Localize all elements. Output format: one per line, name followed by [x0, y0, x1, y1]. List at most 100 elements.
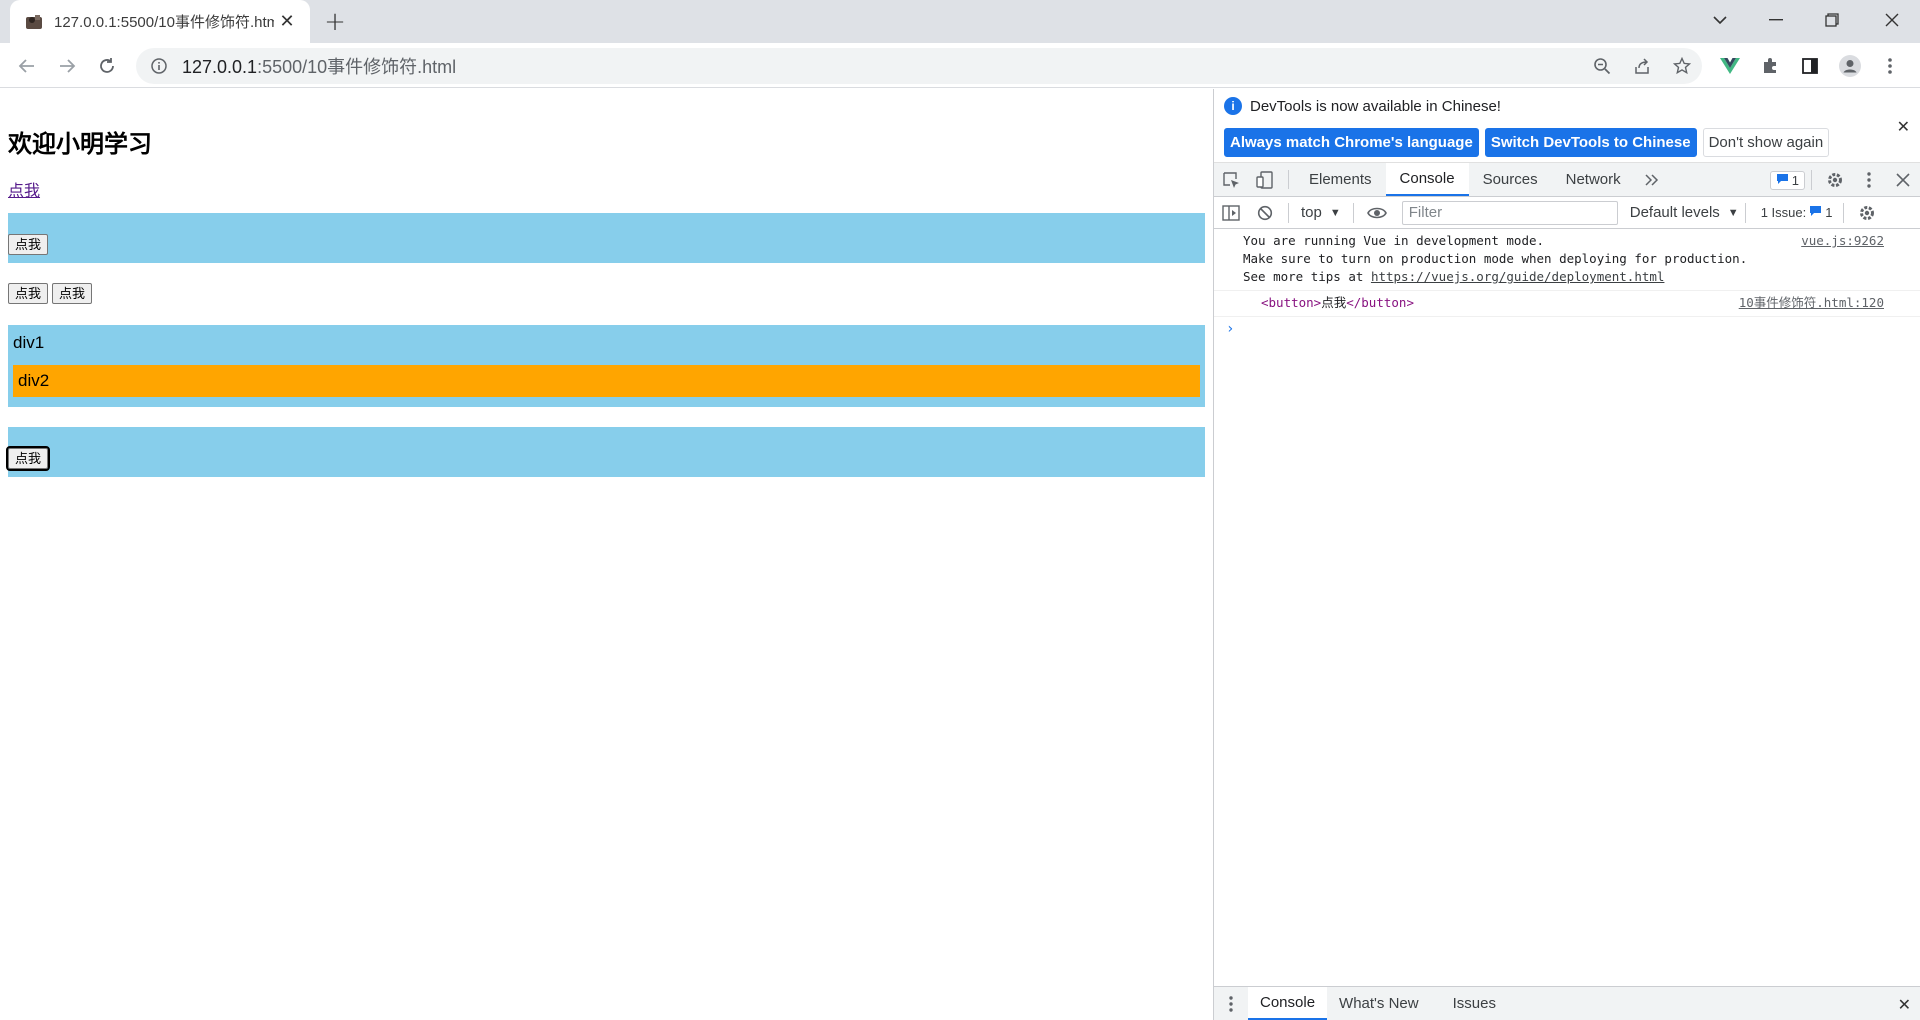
- blue-box-once[interactable]: 点我: [5, 427, 1205, 477]
- tab-strip: 127.0.0.1:5500/10事件修饰符.html ✕ +: [0, 0, 1920, 43]
- vue-message-line-3: See more tips at: [1243, 269, 1371, 284]
- info-icon: i: [1224, 97, 1242, 115]
- div2-label: div2: [18, 371, 50, 390]
- console-prompt[interactable]: ›: [1226, 321, 1235, 337]
- tab-elements[interactable]: Elements: [1309, 171, 1372, 188]
- restore-button[interactable]: [1804, 0, 1860, 40]
- console-settings-gear-icon[interactable]: [1850, 204, 1884, 222]
- drawer-tab-issues[interactable]: Issues: [1452, 995, 1496, 1012]
- log-source-link[interactable]: 10事件修饰符.html:120: [1738, 295, 1884, 310]
- clear-console-icon[interactable]: [1248, 205, 1282, 221]
- log-tag-close[interactable]: </button>: [1346, 295, 1414, 310]
- console-message-vue: You are running Vue in development mode.…: [1214, 229, 1920, 291]
- more-tabs-chevron-icon[interactable]: [1635, 163, 1669, 196]
- console-filter-input[interactable]: Filter: [1401, 200, 1618, 225]
- switch-chinese-button[interactable]: Switch DevTools to Chinese: [1484, 128, 1697, 157]
- browser-toolbar: 127.0.0.1:5500/10事件修饰符.html: [0, 43, 1920, 88]
- tabbar-divider: [1288, 170, 1289, 189]
- div1-box[interactable]: div1 div2: [8, 325, 1205, 407]
- messages-badge[interactable]: 1: [1769, 170, 1805, 190]
- forward-button[interactable]: [51, 50, 83, 82]
- drawer-tab-console[interactable]: Console: [1248, 987, 1328, 1020]
- extensions-puzzle-icon[interactable]: [1750, 48, 1790, 84]
- tabbar-divider-right: [1811, 170, 1812, 190]
- devtools-tabbar: Elements Console Sources Network 1: [1214, 163, 1920, 197]
- drawer-menu-icon[interactable]: [1214, 987, 1248, 1020]
- tab-search-icon[interactable]: [1692, 0, 1748, 40]
- tab-console[interactable]: Console: [1385, 163, 1469, 196]
- log-levels-dropdown[interactable]: Default levels ▼: [1630, 204, 1739, 221]
- tab-network[interactable]: Network: [1565, 171, 1621, 188]
- zoom-icon[interactable]: [1582, 48, 1622, 84]
- issues-badge[interactable]: 1 Issue: 1: [1755, 204, 1838, 221]
- context-dropdown-icon: ▼: [1329, 206, 1341, 219]
- url-path: :5500/10事件修饰符.html: [257, 57, 457, 77]
- favicon-icon: [24, 12, 44, 32]
- settings-gear-icon[interactable]: [1818, 171, 1852, 189]
- click-me-link[interactable]: 点我: [8, 183, 41, 200]
- chrome-menu-icon[interactable]: [1870, 48, 1910, 84]
- console-toolbar-divider-2: [1352, 202, 1354, 223]
- minimize-button[interactable]: [1748, 0, 1804, 40]
- issue-message-icon: [1809, 205, 1822, 220]
- dont-show-again-button[interactable]: Don't show again: [1702, 128, 1830, 157]
- devtools-menu-icon[interactable]: [1852, 172, 1886, 188]
- back-button[interactable]: [11, 50, 43, 82]
- console-output: You are running Vue in development mode.…: [1214, 229, 1920, 341]
- infobar-close-icon[interactable]: ✕: [1896, 117, 1910, 136]
- box1-click-button[interactable]: 点我: [8, 234, 49, 255]
- close-drawer-icon[interactable]: ✕: [1897, 995, 1911, 1014]
- page-viewport: 欢迎小明学习 点我 点我 点我 点我 div1 div2 点我: [0, 89, 1213, 1020]
- device-toolbar-icon[interactable]: [1248, 163, 1282, 196]
- devtools-panel: i DevTools is now available in Chinese! …: [1213, 89, 1920, 1020]
- side-panel-icon[interactable]: [1790, 48, 1830, 84]
- browser-tab[interactable]: 127.0.0.1:5500/10事件修饰符.html ✕: [10, 0, 310, 43]
- show-sidebar-icon[interactable]: [1214, 204, 1248, 221]
- share-icon[interactable]: [1622, 48, 1662, 84]
- log-text: 点我: [1321, 295, 1347, 310]
- console-message-log: <button>点我</button> 10事件修饰符.html:120: [1214, 291, 1920, 317]
- bookmark-star-icon[interactable]: [1662, 48, 1702, 84]
- console-toolbar-divider-3: [1744, 202, 1746, 223]
- site-info-icon[interactable]: [150, 57, 168, 75]
- issues-count: 1: [1825, 205, 1833, 220]
- console-toolbar: top ▼ Filter Default levels ▼ 1 Issue: 1: [1214, 197, 1920, 229]
- tab-close-icon[interactable]: ✕: [279, 11, 295, 32]
- div1-label: div1: [13, 333, 45, 352]
- context-label: top: [1301, 204, 1322, 221]
- reload-button[interactable]: [91, 50, 123, 82]
- levels-dropdown-icon: ▼: [1727, 206, 1739, 219]
- vue-source-link[interactable]: vue.js:9262: [1801, 233, 1884, 248]
- address-bar[interactable]: 127.0.0.1:5500/10事件修饰符.html: [136, 48, 1702, 84]
- page-heading: 欢迎小明学习: [8, 131, 152, 158]
- inspect-element-icon[interactable]: [1214, 163, 1248, 196]
- match-language-button[interactable]: Always match Chrome's language: [1224, 128, 1479, 157]
- log-levels-label: Default levels: [1629, 204, 1720, 221]
- issues-label: 1 Issue:: [1760, 205, 1807, 220]
- tab-sources[interactable]: Sources: [1482, 171, 1538, 188]
- live-expression-eye-icon[interactable]: [1360, 206, 1394, 220]
- console-toolbar-divider-4: [1843, 202, 1845, 223]
- vue-deployment-link[interactable]: https://vuejs.org/guide/deployment.html: [1370, 269, 1665, 284]
- close-window-button[interactable]: [1864, 0, 1920, 40]
- blue-box-prevent[interactable]: 点我: [8, 213, 1205, 263]
- language-infobar: i DevTools is now available in Chinese! …: [1214, 89, 1920, 163]
- row-click-button-1[interactable]: 点我: [8, 283, 49, 304]
- vue-message-line-2: Make sure to turn on production mode whe…: [1243, 251, 1748, 266]
- drawer-tab-whats-new[interactable]: What's New: [1339, 995, 1419, 1012]
- messages-count: 1: [1791, 172, 1799, 188]
- console-toolbar-divider: [1288, 202, 1289, 223]
- message-icon: [1776, 173, 1789, 188]
- div2-box[interactable]: div2: [13, 365, 1200, 397]
- close-devtools-icon[interactable]: [1886, 173, 1920, 187]
- vue-devtools-icon[interactable]: [1710, 48, 1750, 84]
- context-selector[interactable]: top ▼: [1295, 204, 1347, 221]
- vue-message-line-1: You are running Vue in development mode.: [1243, 233, 1545, 248]
- log-tag-open[interactable]: <button>: [1261, 295, 1322, 310]
- box3-click-button[interactable]: 点我: [5, 446, 51, 471]
- profile-avatar-icon[interactable]: [1830, 48, 1870, 84]
- new-tab-button[interactable]: +: [324, 7, 346, 37]
- infobar-message: DevTools is now available in Chinese!: [1250, 97, 1501, 115]
- row-click-button-2[interactable]: 点我: [52, 283, 93, 304]
- url-text: 127.0.0.1:5500/10事件修饰符.html: [182, 53, 456, 79]
